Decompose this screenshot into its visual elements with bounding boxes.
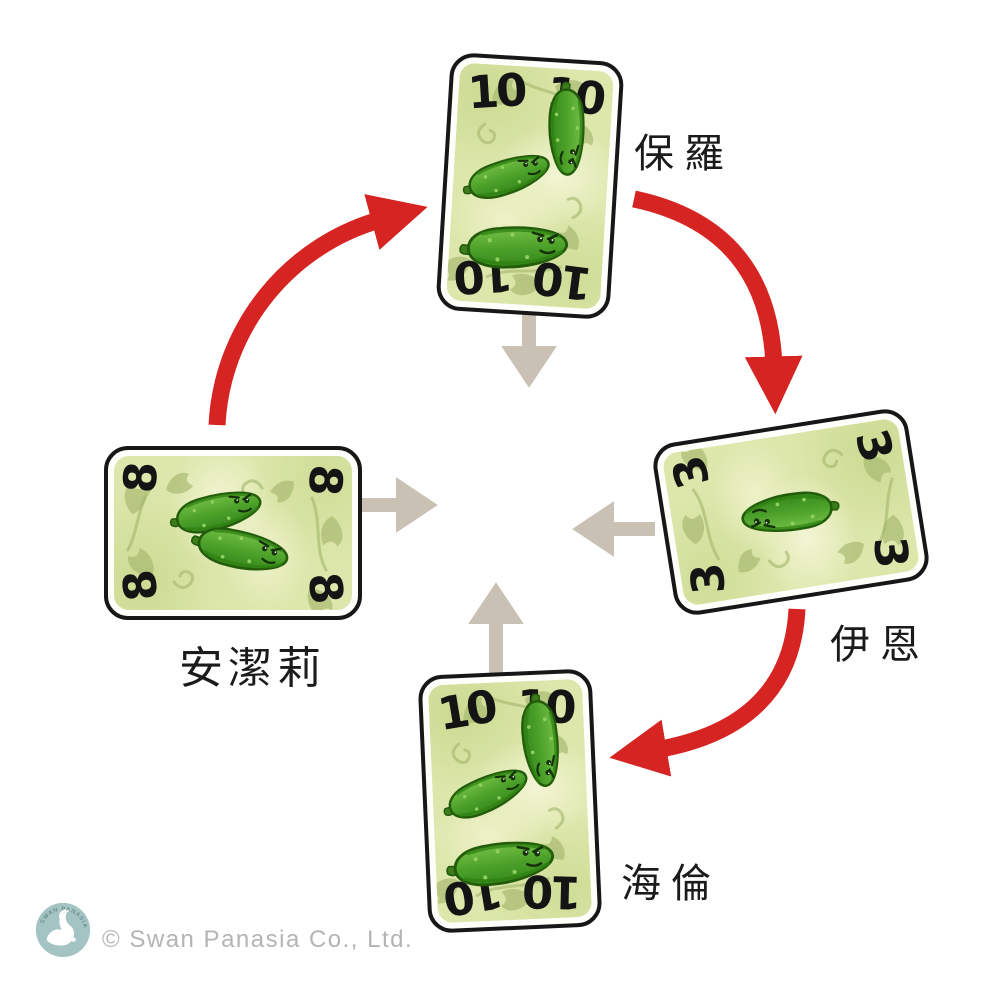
cucumber-illustrations: [661, 417, 920, 606]
card-ian: 3 3 3 3: [649, 405, 933, 619]
copyright-text: © Swan Panasia Co., Ltd.: [102, 926, 414, 953]
player-label-angeli: 安潔莉: [179, 644, 326, 693]
player-label-ian: 伊恩: [830, 623, 930, 667]
cucumber-illustrations: [428, 679, 592, 923]
card-face: 3 3 3 3: [661, 417, 921, 607]
card-face: 10 10 10 10: [427, 678, 593, 924]
player-label-paul: 保羅: [634, 132, 734, 176]
swan-panasia-logo: SWAN PANASIA: [35, 902, 91, 958]
card-angeli: 8 8 8 8: [104, 446, 362, 620]
cucumber-illustrations: [114, 456, 352, 610]
pass-arrow-paul-to-ian: [632, 190, 803, 415]
cucumber-illustrations: [446, 63, 614, 310]
cucumber-illustration: [544, 81, 589, 180]
card-face: 8 8 8 8: [114, 456, 352, 610]
pass-arrow-ian-to-helen: [609, 608, 806, 777]
cucumber-illustration: [457, 219, 573, 275]
card-helen: 10 10 10 10: [417, 668, 603, 934]
pass-arrow-angeli-to-paul: [208, 194, 428, 426]
vine-decoration: [120, 470, 345, 610]
cucumber-illustration: [441, 830, 562, 897]
player-label-helen: 海倫: [621, 862, 721, 906]
cucumber-illustration: [185, 517, 296, 584]
vine-decoration: [678, 440, 906, 578]
card-paul: 10 10 10 10: [435, 51, 625, 321]
card-face: 10 10 10 10: [445, 62, 615, 310]
cucumber-illustration: [734, 482, 843, 542]
